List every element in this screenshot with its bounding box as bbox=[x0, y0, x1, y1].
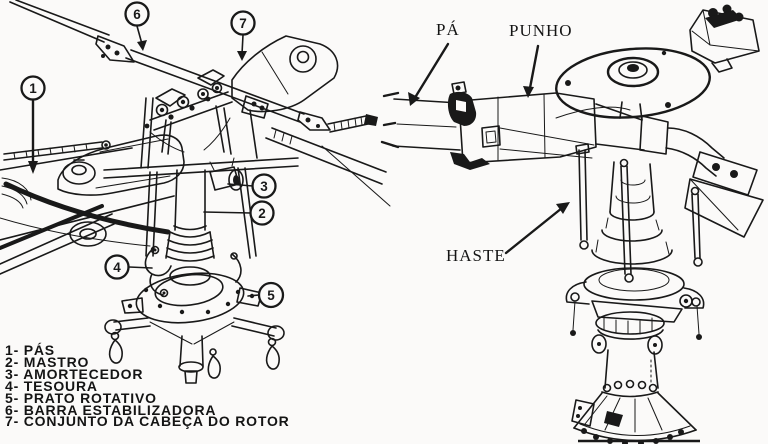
callout-7-number: 7 bbox=[239, 16, 247, 31]
legend-line-3: 3- AMORTECEDOR bbox=[5, 365, 144, 382]
legend-line-7: 7- CONJUNTO DA CABEÇA DO ROTOR bbox=[5, 413, 290, 430]
mast-column-art bbox=[604, 349, 659, 389]
callout-7: 7 bbox=[230, 10, 256, 36]
stabilizer-disc-art bbox=[555, 47, 711, 119]
blade-left-art bbox=[0, 147, 175, 275]
support-frame-art bbox=[104, 317, 285, 384]
callout-6: 6 bbox=[124, 1, 150, 27]
mast-art bbox=[174, 169, 206, 231]
legend-line-4: 4- TESOURA bbox=[5, 377, 98, 394]
scissors-art bbox=[144, 245, 242, 298]
rod-label: HASTE bbox=[446, 246, 506, 265]
callout-1: 1 bbox=[20, 75, 46, 101]
pitch-link-rod-art bbox=[3, 140, 111, 161]
callout-1-number: 1 bbox=[29, 81, 37, 96]
label-arrows bbox=[408, 42, 570, 255]
callout-4-number: 4 bbox=[113, 260, 121, 275]
rotor-head-arm-art bbox=[231, 35, 339, 119]
mast-boot-art bbox=[165, 225, 215, 262]
callout-4: 4 bbox=[104, 254, 130, 280]
callout-6-number: 6 bbox=[133, 7, 141, 22]
legend-line-1: 1- PÁS bbox=[5, 342, 55, 358]
right-diagram-art bbox=[380, 4, 764, 444]
callout-leader-lines bbox=[28, 25, 260, 297]
blade-right-art bbox=[265, 127, 391, 207]
callout-5: 5 bbox=[257, 281, 285, 309]
callout-5-number: 5 bbox=[267, 288, 275, 303]
counterweight-box-art bbox=[689, 4, 760, 73]
callout-3: 3 bbox=[251, 173, 277, 199]
grip-art bbox=[447, 81, 597, 170]
rotor-hub-art bbox=[103, 69, 299, 179]
mast-collars-art bbox=[591, 161, 673, 265]
legend-line-5: 5- PRATO ROTATIVO bbox=[5, 389, 157, 406]
left-diagram-art: 1 2 3 4 5 6 7 bbox=[0, 0, 391, 384]
pitch-plate-art bbox=[684, 151, 764, 238]
legend-line-6: 6- BARRA ESTABILIZADORA bbox=[5, 401, 217, 418]
callout-3-number: 3 bbox=[260, 179, 268, 194]
counterweights-art bbox=[108, 331, 280, 379]
swashplate-support-art bbox=[565, 267, 705, 340]
damper-art bbox=[209, 157, 244, 191]
blade-art bbox=[380, 91, 461, 151]
legend: 1- PÁS 2- MASTRO 3- AMORTECEDOR 4- TESOU… bbox=[5, 342, 290, 430]
transmission-cone-art bbox=[571, 379, 700, 444]
grip-label: PUNHO bbox=[509, 21, 573, 40]
legend-line-2: 2- MASTRO bbox=[5, 353, 90, 370]
blade-label: PÁ bbox=[436, 20, 460, 39]
hub-yoke-art bbox=[555, 101, 725, 177]
callout-2-number: 2 bbox=[258, 206, 266, 221]
control-rods-art bbox=[575, 143, 703, 283]
swashplate-rods-art bbox=[145, 167, 257, 259]
stabilizer-bar-art bbox=[9, 0, 378, 133]
blade-grip-left-art bbox=[57, 134, 185, 196]
callout-2: 2 bbox=[249, 200, 275, 226]
